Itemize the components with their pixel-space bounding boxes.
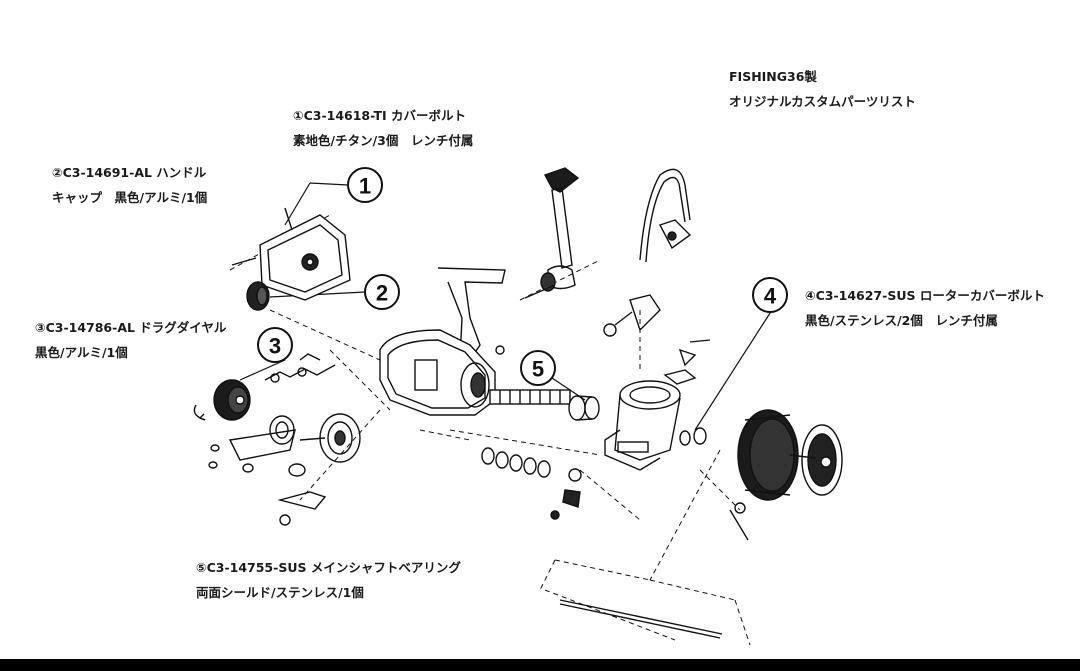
marker-1-circle bbox=[347, 167, 383, 203]
marker-3-number: 3 bbox=[269, 334, 281, 359]
marker-2-number: 2 bbox=[376, 281, 388, 306]
marker-4-number: 4 bbox=[764, 284, 777, 309]
rotor bbox=[604, 380, 681, 471]
callout-3-part: ③C3-14786-AL ドラグダイヤル bbox=[35, 320, 227, 335]
handle-cap bbox=[246, 281, 270, 311]
callout-1-spec: 素地色/チタン/3個 レンチ付属 bbox=[293, 133, 474, 148]
callout-2-part: ②C3-14691-AL ハンドル bbox=[52, 165, 207, 180]
marker-5-circle bbox=[520, 350, 556, 386]
washer-row bbox=[481, 447, 582, 520]
callout-1-part: ①C3-14618-TI カバーボルト bbox=[293, 108, 467, 123]
marker-3-circle bbox=[257, 327, 293, 363]
callout-2-label: ②C3-14691-AL ハンドル キャップ 黒色/アルミ/1個 bbox=[52, 160, 207, 210]
gear-train bbox=[208, 413, 361, 526]
marker-4-circle bbox=[752, 277, 788, 313]
main-shaft-bearing bbox=[568, 395, 600, 421]
callout-5-label: ⑤C3-14755-SUS メインシャフトベアリング 両面シールド/ステンレス/… bbox=[196, 555, 461, 605]
rotor-cover-bolt bbox=[663, 348, 707, 446]
parts-list-title: FISHING36製 オリジナルカスタムパーツリスト bbox=[729, 64, 916, 114]
callout-3-label: ③C3-14786-AL ドラグダイヤル 黒色/アルミ/1個 bbox=[35, 315, 226, 365]
marker-5-number: 5 bbox=[532, 357, 544, 382]
callout-1-label: ①C3-14618-TI カバーボルト 素地色/チタン/3個 レンチ付属 bbox=[293, 103, 473, 153]
drag-parts bbox=[264, 353, 336, 383]
assembly-dashes bbox=[229, 214, 751, 646]
callout-markers bbox=[257, 167, 788, 386]
callout-4-label: ④C3-14627-SUS ローターカバーボルト 黒色/ステンレス/2個 レンチ… bbox=[805, 283, 1045, 333]
spool bbox=[737, 409, 843, 501]
callout-4-part: ④C3-14627-SUS ローターカバーボルト bbox=[805, 288, 1045, 303]
title-line-2: オリジナルカスタムパーツリスト bbox=[729, 94, 916, 109]
callout-4-spec: 黒色/ステンレス/2個 レンチ付属 bbox=[805, 313, 998, 328]
main-shaft bbox=[489, 389, 571, 405]
reel-body bbox=[379, 267, 506, 416]
bail-arm bbox=[603, 168, 692, 337]
leader-lines bbox=[239, 182, 773, 431]
drag-dial bbox=[193, 379, 251, 421]
marker-1-number: 1 bbox=[359, 174, 371, 199]
marker-2-circle bbox=[364, 274, 400, 310]
callout-3-spec: 黒色/アルミ/1個 bbox=[35, 345, 128, 360]
title-line-1: FISHING36製 bbox=[729, 69, 817, 84]
side-cover-plate bbox=[231, 207, 351, 301]
callout-5-part: ⑤C3-14755-SUS メインシャフトベアリング bbox=[196, 560, 461, 575]
handle-crank bbox=[524, 167, 580, 299]
callout-5-spec: 両面シールド/ステンレス/1個 bbox=[196, 585, 364, 600]
spool-shaft bbox=[559, 502, 749, 639]
callout-2-spec: キャップ 黒色/アルミ/1個 bbox=[52, 190, 208, 205]
bottom-black-bar bbox=[0, 659, 1080, 671]
